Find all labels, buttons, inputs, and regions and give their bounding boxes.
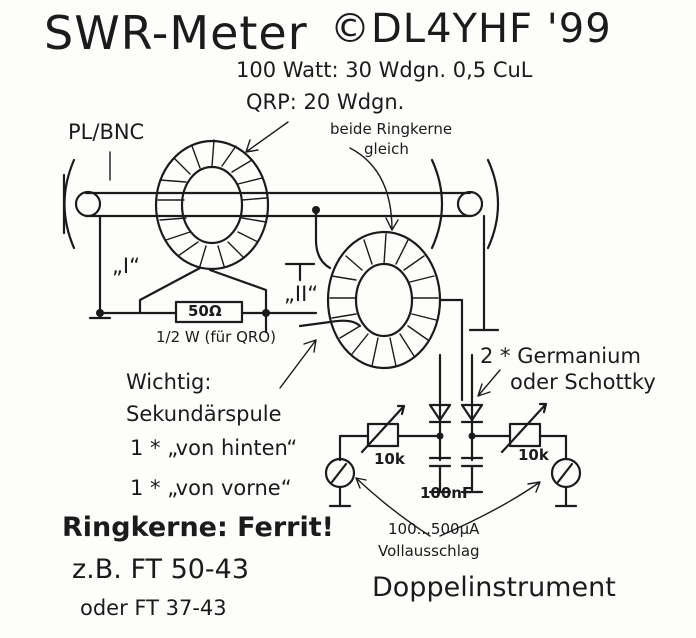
pot-right (470, 402, 568, 460)
meter-right (550, 457, 582, 508)
double-meter-note: Doppelinstrument (372, 572, 616, 603)
example-1-note: z.B. FT 50-43 (72, 554, 250, 585)
power-qrp-note: QRP: 20 Wdgn. (246, 90, 405, 114)
meter-left (324, 457, 356, 508)
connector-right (430, 158, 500, 250)
both-cores-note-2: gleich (364, 140, 409, 158)
power-100w-note: 100 Watt: 30 Wdgn. 0,5 CuL (236, 58, 533, 82)
example-2-note: oder FT 37-43 (80, 596, 227, 620)
pot-left (338, 404, 442, 462)
author: ©DL4YHF '99 (330, 6, 612, 52)
capacitors (428, 456, 484, 494)
important-note: Wichtig: (126, 370, 212, 394)
toroid-1-label: „I“ (112, 254, 140, 278)
secondary-note: Sekundärspule (126, 402, 282, 426)
wiring (88, 206, 500, 402)
from-front-note: 1 * „von vorne“ (130, 476, 292, 500)
meter-range-note-2: Vollausschlag (378, 542, 480, 560)
meter-range-note: 100...500μA (388, 520, 480, 538)
from-behind-note: 1 * „von hinten“ (130, 436, 298, 460)
connector-label: PL/BNC (68, 120, 145, 144)
toroid-2 (326, 230, 442, 370)
annotation-arrows (109, 121, 541, 537)
pot-right-value: 10k (518, 446, 549, 464)
cores-note: Ringkerne: Ferrit! (62, 512, 334, 543)
resistor-value: 50Ω (188, 302, 222, 320)
title: SWR-Meter (44, 6, 308, 60)
diodes-note: 2 * Germanium (480, 344, 641, 368)
toroid-1 (154, 139, 270, 271)
resistor-power: 1/2 W (für QRO) (156, 328, 276, 346)
main-line (74, 190, 484, 218)
both-cores-note: beide Ringkerne (330, 120, 453, 138)
diodes-note-2: oder Schottky (510, 370, 656, 394)
pot-left-value: 10k (374, 450, 405, 468)
connector-left (62, 158, 76, 250)
toroid-2-label: „II“ (284, 282, 319, 306)
diodes (428, 353, 484, 462)
capacitor-value: 100nF (420, 484, 473, 502)
